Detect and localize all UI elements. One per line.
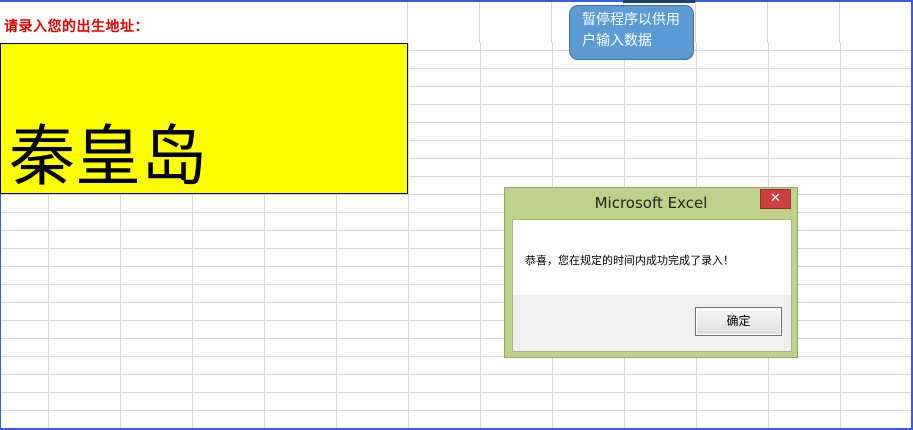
ok-button[interactable]: 确定 (695, 307, 782, 336)
selection-border-right (911, 0, 913, 430)
callout-text: 暂停程序以供用户输入数据 (582, 12, 680, 49)
message-dialog: Microsoft Excel ✕ 恭喜，您在规定的时间内成功完成了录入！ 确定 (504, 187, 798, 358)
merged-cell-area (0, 0, 407, 43)
cell-selection-mark (623, 0, 695, 3)
dialog-message: 恭喜，您在规定的时间内成功完成了录入！ (525, 254, 734, 267)
selection-border-top (0, 0, 913, 2)
answer-cell[interactable]: 秦皇岛 (0, 43, 408, 194)
dialog-title: Microsoft Excel (594, 194, 708, 212)
close-button[interactable]: ✕ (760, 189, 791, 209)
close-icon: ✕ (770, 191, 781, 206)
answer-value: 秦皇岛 (9, 118, 207, 195)
callout-shape[interactable]: 暂停程序以供用户输入数据 (569, 5, 694, 60)
dialog-body: 恭喜，您在规定的时间内成功完成了录入！ 确定 (512, 219, 792, 352)
prompt-label: 请录入您的出生地址： (4, 19, 149, 35)
dialog-footer: 确定 (513, 295, 791, 351)
